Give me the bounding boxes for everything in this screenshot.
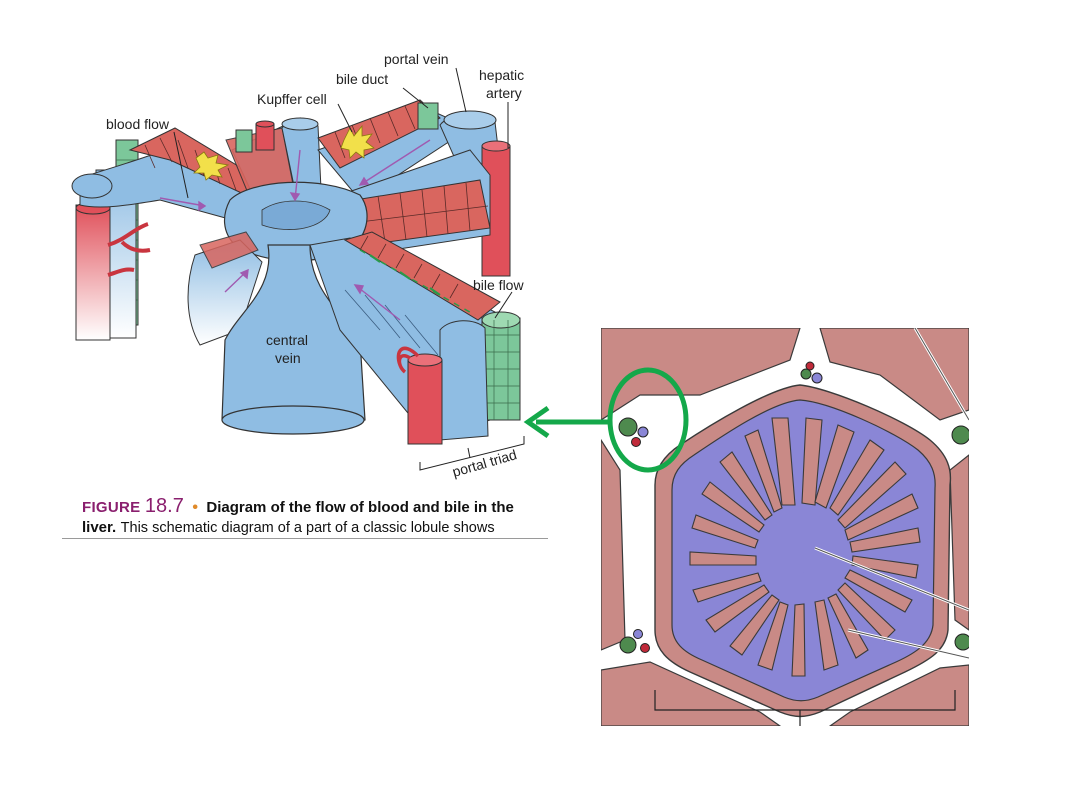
left-hepatic-artery (75, 204, 111, 341)
central-vein (221, 244, 366, 435)
label-kupffer-cell: Kupffer cell (257, 91, 327, 107)
label-central-vein-line1: central (266, 332, 308, 348)
caption-divider (62, 538, 548, 539)
back-hepatic-artery (255, 123, 275, 151)
caption-rest-text: This schematic diagram of a part of a cl… (120, 520, 495, 536)
caption-figure-word: FIGURE (82, 499, 141, 516)
kupffer-cell-left (193, 151, 230, 181)
blood-flow-arrows (159, 139, 431, 321)
bottom-right-portal-triad (396, 311, 521, 445)
leader-lines (173, 67, 525, 471)
portal-triad-pointer-arrow (523, 405, 610, 439)
label-portal-triad: portal triad (450, 446, 518, 480)
plate-back-left (71, 127, 259, 223)
label-central-vein-line2: vein (275, 350, 301, 366)
label-blood-flow: blood flow (106, 116, 170, 132)
caption-bold-text: Diagram of the flow of blood and bile in… (82, 499, 514, 536)
diagram-labels: portal vein bile duct hepatic artery Kup… (106, 51, 524, 480)
hepatocyte-cords (689, 417, 921, 677)
central-vein-section (788, 533, 828, 573)
back-right-bile-duct (417, 102, 439, 130)
back-bile-duct (235, 129, 253, 153)
triad-hepatic-artery (407, 359, 443, 445)
figure-caption: FIGURE 18.7 • Diagram of the flow of blo… (82, 496, 532, 538)
inset-portal-triads (618, 361, 969, 654)
label-bile-flow: bile flow (473, 277, 524, 293)
label-hepatic-artery-line2: artery (486, 85, 522, 101)
kupffer-cell-right (340, 124, 375, 159)
lobule-section-inset (601, 328, 969, 726)
label-hepatic-artery-line1: hepatic (479, 67, 524, 83)
label-bile-duct: bile duct (336, 71, 388, 87)
liver-lobule-diagram: portal vein bile duct hepatic artery Kup… (71, 51, 525, 480)
plate-right (339, 149, 491, 256)
caption-figure-number: 18.7 (144, 495, 184, 517)
label-portal-vein: portal vein (384, 51, 449, 67)
caption-bullet: • (192, 499, 198, 516)
